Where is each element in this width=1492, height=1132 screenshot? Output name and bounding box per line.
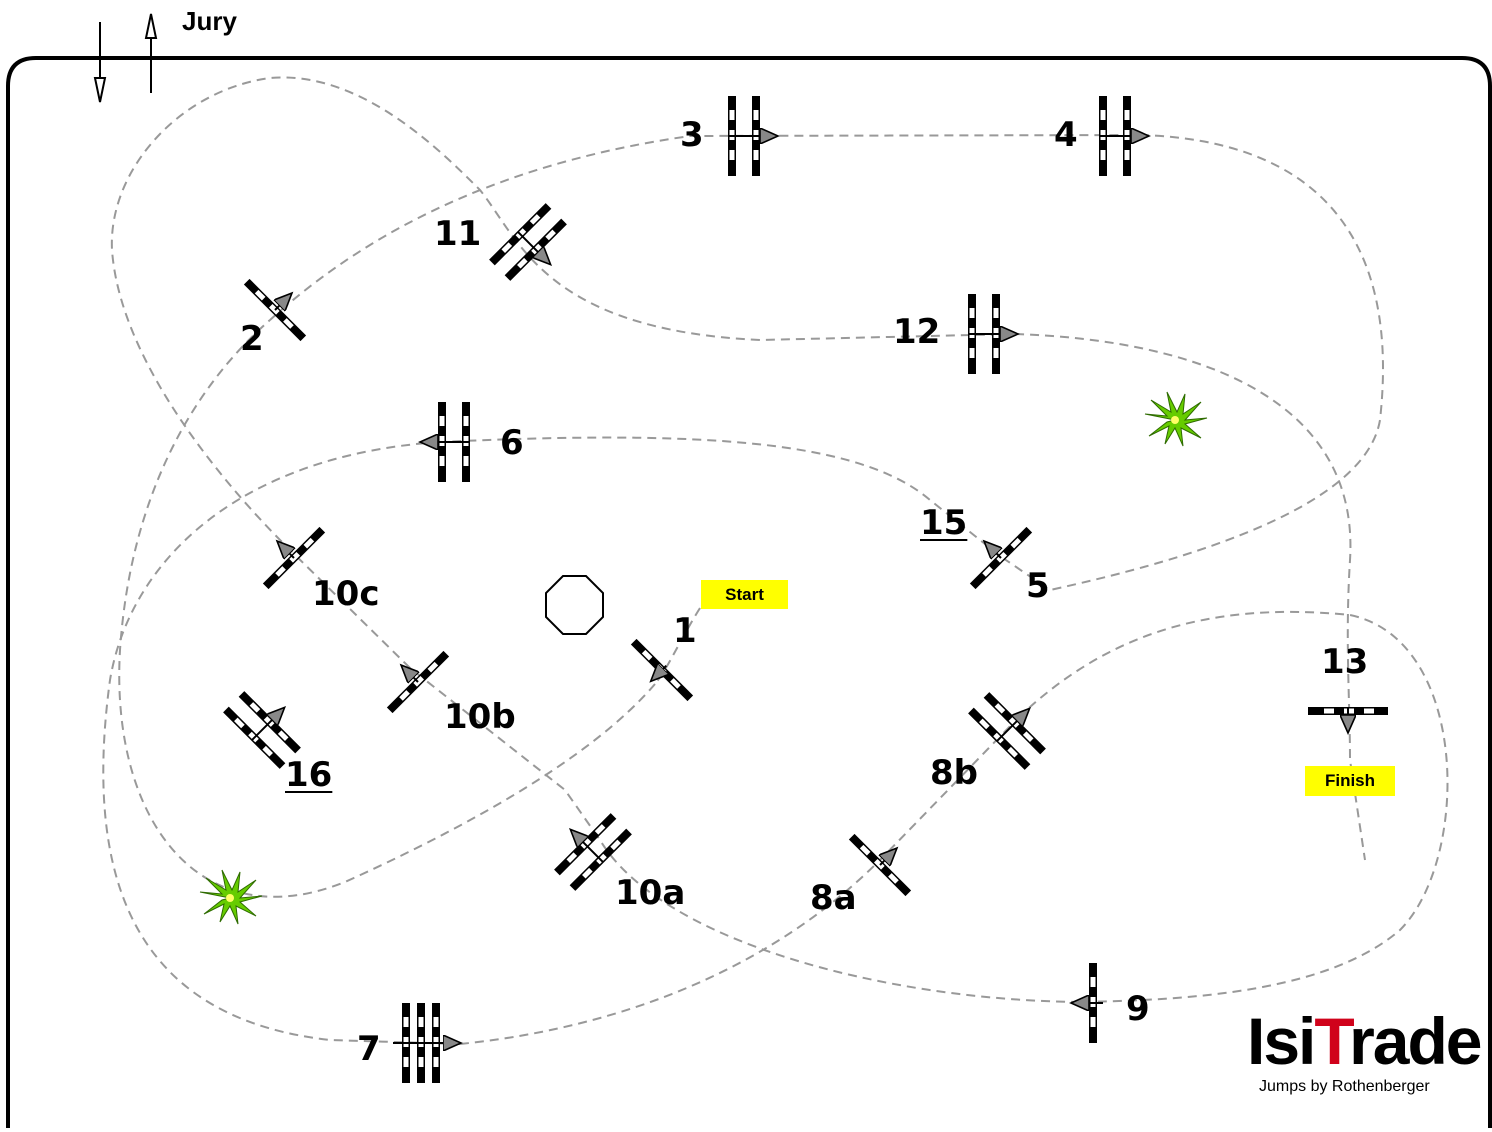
finish-marker: Finish <box>1305 766 1395 796</box>
obstacle-8b-icon <box>968 692 1046 770</box>
obstacle-label: 7 <box>357 1029 381 1069</box>
octagon-icon <box>545 575 604 635</box>
obstacle-16-icon <box>223 691 301 769</box>
obstacle-label: 16 <box>285 755 333 795</box>
obstacle-4-icon <box>1099 96 1147 176</box>
obstacle-2-icon <box>243 278 307 342</box>
obstacle-label: 13 <box>1321 642 1369 682</box>
obstacle-7-icon <box>393 1003 459 1083</box>
obstacle-10c-icon <box>262 526 326 590</box>
plant-icon <box>199 869 263 925</box>
obstacle-label: 9 <box>1126 989 1150 1029</box>
obstacle-3-icon <box>728 96 776 176</box>
course-route <box>102 76 1449 1045</box>
obstacle-11-icon <box>489 203 567 281</box>
obstacle-label: 6 <box>500 423 524 463</box>
obstacle-1-icon <box>630 638 694 702</box>
isitrade-logo: IsiTrade Jumps by Rothenberger <box>1247 1008 1483 1104</box>
obstacle-10b-icon <box>386 650 450 714</box>
obstacle-9-icon <box>1073 963 1103 1043</box>
logo-tagline: Jumps by Rothenberger <box>1259 1078 1430 1095</box>
logo-prefix: Isi <box>1247 1004 1316 1078</box>
obstacle-8a-icon <box>848 833 912 897</box>
obstacle-5-icon <box>969 526 1033 590</box>
obstacle-label: 10c <box>312 574 380 614</box>
obstacle-6-icon <box>422 402 470 482</box>
obstacle-10a-icon <box>554 813 632 891</box>
obstacle-label: 12 <box>893 312 941 352</box>
obstacle-label: 5 <box>1026 566 1050 606</box>
obstacle-13-icon <box>1308 707 1388 731</box>
jury-arrows-icon <box>93 13 158 103</box>
obstacle-label: 8a <box>810 878 857 918</box>
obstacle-label: 11 <box>434 214 482 254</box>
jury-label: Jury <box>182 6 237 36</box>
start-marker: Start <box>701 580 788 609</box>
obstacle-label: 15 <box>920 503 968 543</box>
logo-accent: T <box>1314 1004 1351 1078</box>
obstacle-label: 10a <box>615 873 686 913</box>
obstacle-label: 1 <box>673 611 697 651</box>
obstacle-label: 3 <box>680 115 704 155</box>
obstacle-label: 4 <box>1054 115 1078 155</box>
plant-icon <box>1144 391 1208 447</box>
obstacle-label: 8b <box>930 753 978 793</box>
logo-wordmark: IsiTrade <box>1247 1008 1483 1074</box>
obstacle-label: 10b <box>444 697 516 737</box>
obstacle-label: 2 <box>240 319 264 359</box>
obstacle-12-icon <box>968 294 1016 374</box>
logo-suffix: rade <box>1349 1004 1482 1078</box>
arena-border <box>6 56 1492 1128</box>
